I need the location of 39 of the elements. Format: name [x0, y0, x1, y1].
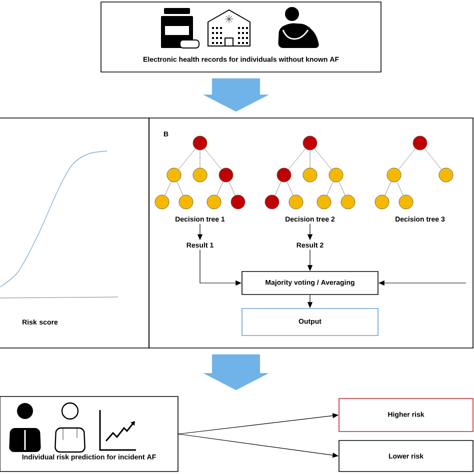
- tree-node-circle: [398, 194, 414, 210]
- tree-branch: [274, 181, 282, 196]
- tree-branch: [288, 148, 306, 170]
- tree-branch: [384, 181, 392, 196]
- tree-branch: [228, 181, 236, 196]
- tree-branch: [178, 148, 196, 170]
- tree-branch: [398, 148, 416, 170]
- tree-node-circle: [386, 168, 402, 182]
- block-arrow: [203, 78, 269, 112]
- tree-node-circle: [230, 194, 246, 210]
- tree-node-circle: [412, 136, 428, 150]
- tree-node-circle: [264, 194, 280, 210]
- tree-branch: [286, 181, 294, 196]
- tree-node-circle: [276, 168, 292, 182]
- tree-branch: [216, 181, 224, 196]
- tree-node-circle: [302, 136, 318, 150]
- tree-node-circle: [178, 194, 194, 210]
- tree-branch: [396, 181, 404, 196]
- tree-node-circle: [192, 136, 208, 150]
- tree-node-circle: [206, 194, 222, 210]
- tree-branch: [424, 148, 442, 170]
- tree-node-circle: [288, 194, 304, 210]
- tree-branch: [314, 148, 332, 170]
- tree-branch: [338, 181, 346, 196]
- tree-node-circle: [302, 168, 318, 182]
- tree-node-circle: [192, 168, 208, 182]
- tree-node-circle: [218, 168, 234, 182]
- tree-node-circle: [340, 194, 356, 210]
- tree-node-circle: [166, 168, 182, 182]
- tree-branch: [164, 181, 172, 196]
- tree-branch: [326, 181, 334, 196]
- tree-branch: [204, 148, 222, 170]
- tree-node-circle: [316, 194, 332, 210]
- tree-node-circle: [328, 168, 344, 182]
- tree-node-circle: [438, 168, 454, 182]
- tree-node-circle: [154, 194, 170, 210]
- tree-branch: [176, 181, 184, 196]
- block-arrow: [203, 354, 269, 390]
- tree-node-circle: [374, 194, 390, 210]
